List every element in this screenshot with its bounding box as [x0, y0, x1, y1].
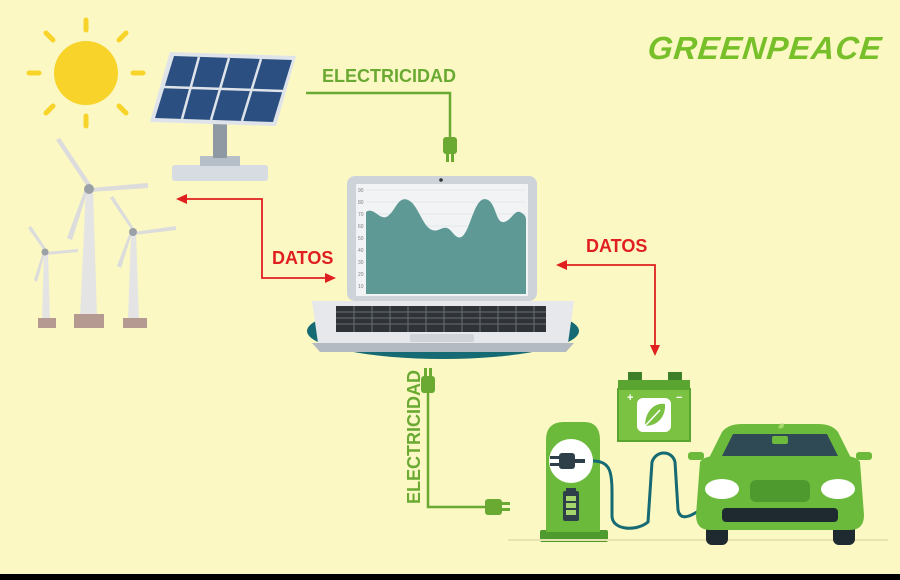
chart-tick-label: 20 [358, 272, 364, 278]
laptop-screen-chart: 90 80 70 60 50 40 30 20 10 [358, 188, 526, 294]
data-arrow-left [186, 198, 326, 279]
electricity-label-top: ELECTRICIDAD [322, 66, 456, 86]
chart-tick-label: 80 [358, 200, 364, 206]
plug-icon [443, 137, 457, 162]
arrow-head-laptop [325, 273, 336, 283]
chart-tick-label: 90 [358, 188, 364, 194]
plug-icon [421, 368, 435, 393]
arrow-head-battery [650, 345, 660, 356]
sun-icon [26, 17, 146, 129]
charging-station-icon [540, 422, 701, 542]
chart-tick-label: 70 [358, 212, 364, 218]
svg-text:+: + [627, 392, 633, 404]
battery-level-icon [563, 488, 579, 521]
plug-icon [550, 453, 585, 469]
arrow-head-laptop-right [556, 260, 567, 270]
electric-car-icon [688, 423, 872, 545]
electricity-label-bottom: ELECTRICIDAD [404, 370, 424, 504]
arrow-head-left [176, 194, 187, 204]
electricity-line-top [306, 91, 457, 162]
chart-tick-label: 60 [358, 224, 364, 230]
svg-text:−: − [676, 392, 682, 404]
chart-tick-label: 40 [358, 248, 364, 254]
plug-icon [485, 499, 510, 515]
battery-icon: + − [617, 372, 691, 442]
wind-turbines-icon [28, 138, 176, 328]
greenpeace-logo: GREENPEACE [646, 30, 884, 66]
data-label-right: DATOS [586, 236, 648, 256]
chart-tick-label: 30 [358, 260, 364, 266]
data-label-left: DATOS [272, 248, 334, 268]
solar-panel-icon [150, 52, 296, 181]
chart-tick-label: 50 [358, 236, 364, 242]
data-arrow-right [566, 264, 656, 346]
chart-tick-label: 10 [358, 284, 364, 290]
electricity-line-bottom [421, 368, 510, 515]
